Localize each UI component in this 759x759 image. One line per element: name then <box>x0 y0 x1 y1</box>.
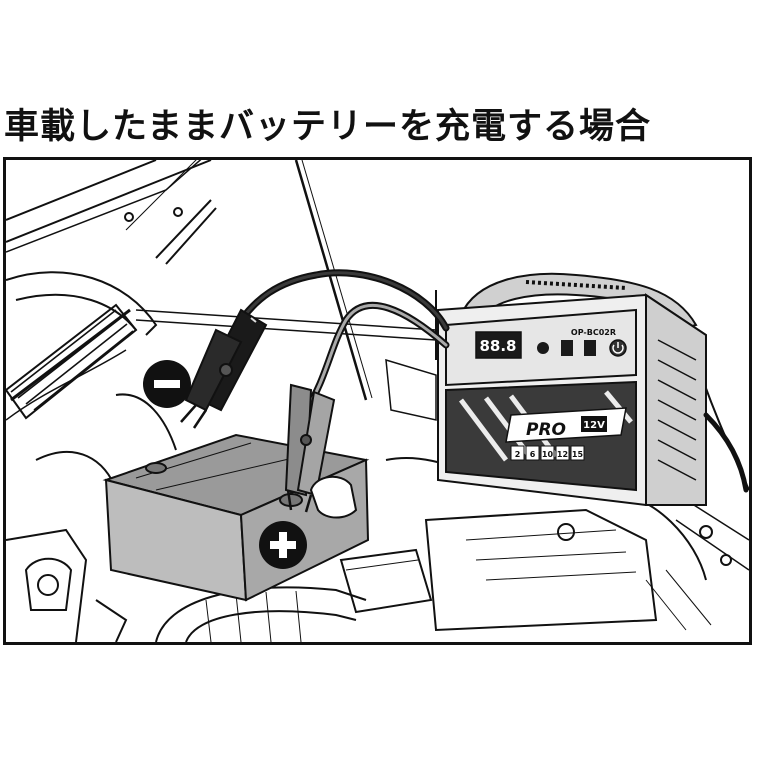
plus-icon <box>270 532 296 558</box>
capacity-step-box <box>570 445 585 461</box>
minus-icon <box>154 380 180 388</box>
charger-voltage: 12V <box>583 420 605 431</box>
battery-charger <box>437 272 707 506</box>
capacity-step-label: 15 <box>572 450 584 459</box>
page-title: 車載したままバッテリーを充電する場合 <box>4 107 651 147</box>
capacity-step-box <box>555 445 570 461</box>
capacity-step-label: 6 <box>530 450 536 459</box>
positive-terminal-cover <box>309 475 358 519</box>
negative-clamp <box>180 308 268 429</box>
charger-cables <box>237 269 749 493</box>
charger-model-label: OP-BC02R <box>571 328 616 337</box>
capacity-step-label: 2 <box>515 450 521 459</box>
charger-display-value: 88.8 <box>479 337 516 355</box>
capacity-step-box <box>525 445 540 461</box>
charger-brand: PRO <box>526 420 566 440</box>
capacity-step-label: 12 <box>557 450 568 459</box>
negative-terminal-marker <box>143 360 191 408</box>
capacity-step-box <box>540 445 555 461</box>
capacity-step-label: 10 <box>542 450 554 459</box>
charger-display: 88.8 OP-BC02R <box>475 328 627 359</box>
cowl-grille <box>6 303 138 420</box>
positive-terminal-marker <box>259 521 307 569</box>
capacity-step-box <box>510 445 525 461</box>
